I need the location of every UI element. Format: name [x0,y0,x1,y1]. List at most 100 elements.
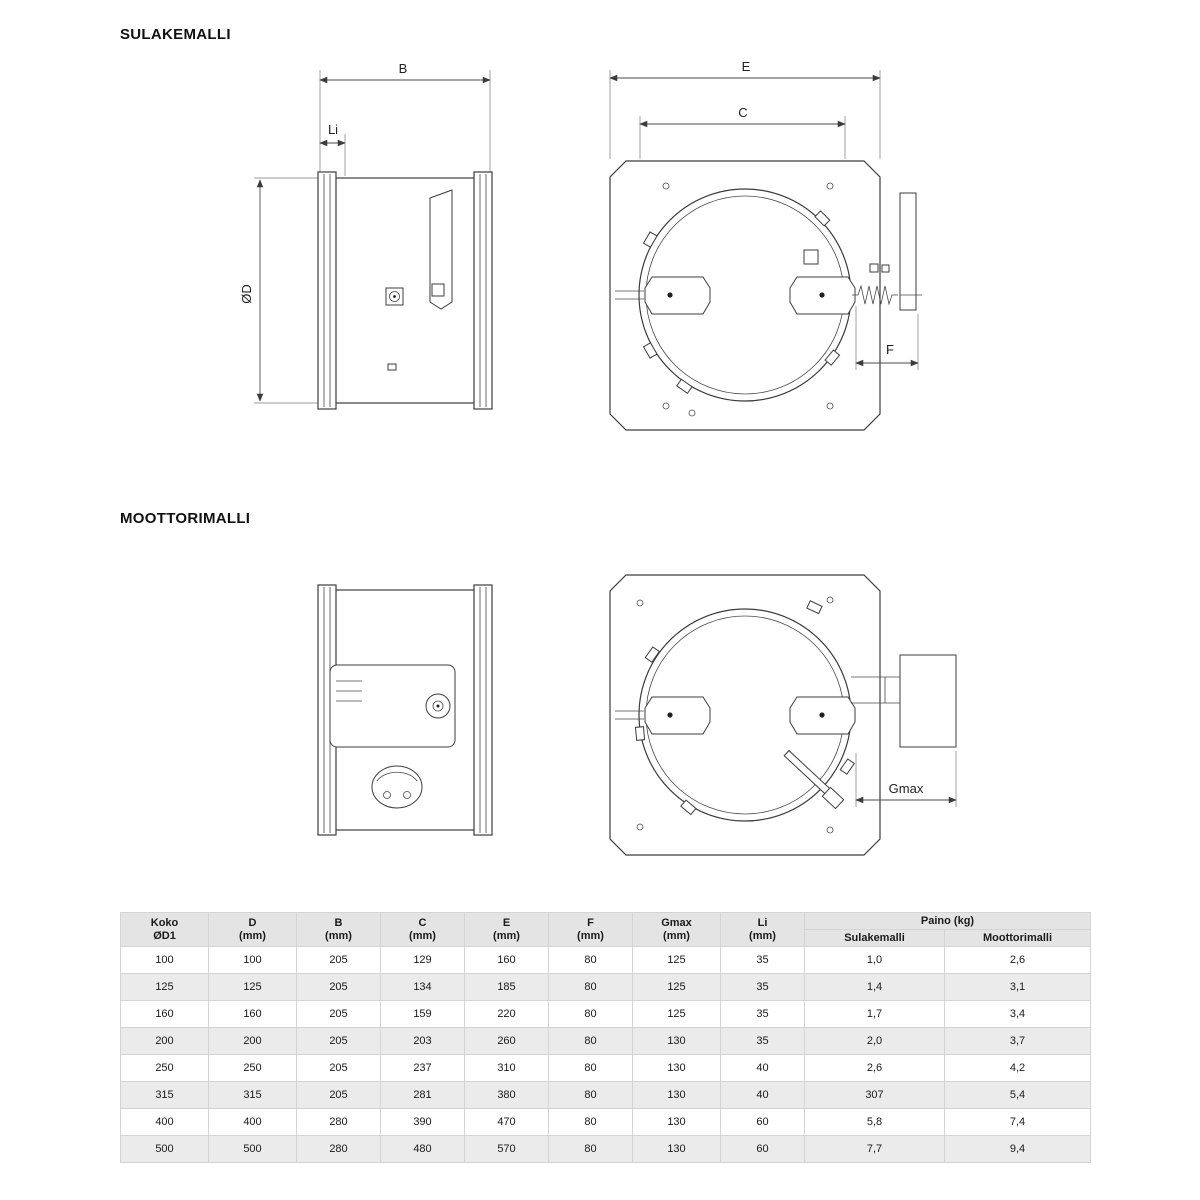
dim-label-li: Li [328,122,338,137]
cell-li: 35 [720,1027,805,1055]
cell-gmax: 130 [632,1135,721,1163]
table-row: 125 125 205 134 185 80 125 35 1,4 3,1 [120,973,1092,1001]
cell-e: 470 [464,1108,549,1136]
cell-li: 35 [720,1000,805,1028]
col-header-d: D (mm) [208,912,297,947]
cell-d: 160 [208,1000,297,1028]
moottorimalli-side-view-drawing [317,584,493,836]
cell-paino-moottorimalli: 2,6 [943,946,1092,974]
cell-f: 80 [548,1000,633,1028]
table-row: 315 315 205 281 380 80 130 40 307 5,4 [120,1081,1092,1109]
dim-label-od: ØD [239,284,254,304]
cell-gmax: 130 [632,1054,721,1082]
cell-koko: 315 [120,1081,209,1109]
cell-paino-moottorimalli: 5,4 [943,1081,1092,1109]
duct-ring [638,188,852,402]
cell-li: 40 [720,1081,805,1109]
cell-b: 280 [296,1135,381,1163]
cell-c: 390 [380,1108,465,1136]
cell-koko: 500 [120,1135,209,1163]
cell-c: 480 [380,1135,465,1163]
cell-paino-moottorimalli: 3,7 [943,1027,1092,1055]
table-row: 400 400 280 390 470 80 130 60 5,8 7,4 [120,1108,1092,1136]
cell-paino-sulakemalli: 5,8 [804,1108,945,1136]
table-row: 160 160 205 159 220 80 125 35 1,7 3,4 [120,1000,1092,1028]
cell-c: 203 [380,1027,465,1055]
cell-b: 205 [296,1054,381,1082]
cell-d: 500 [208,1135,297,1163]
section-title-moottorimalli: MOOTTORIMALLI [120,510,251,527]
cell-li: 40 [720,1054,805,1082]
cell-e: 260 [464,1027,549,1055]
cell-gmax: 130 [632,1081,721,1109]
spring-release-assembly [852,192,922,311]
cell-li: 60 [720,1108,805,1136]
cell-e: 380 [464,1081,549,1109]
dim-label-c: C [738,105,747,120]
cell-b: 205 [296,973,381,1001]
cell-li: 35 [720,946,805,974]
cell-paino-moottorimalli: 4,2 [943,1054,1092,1082]
cell-b: 205 [296,1000,381,1028]
cell-f: 80 [548,1135,633,1163]
col-header-f: F (mm) [548,912,633,947]
cell-b: 205 [296,1081,381,1109]
cell-c: 159 [380,1000,465,1028]
cell-f: 80 [548,973,633,1001]
col-header-gmax: Gmax (mm) [632,912,721,947]
table-row: 200 200 205 203 260 80 130 35 2,0 3,7 [120,1027,1092,1055]
cell-f: 80 [548,1027,633,1055]
dim-label-f: F [886,342,894,357]
dimensions-table-container: Koko ØD1 D (mm) B (mm) C (mm) [120,912,1092,1163]
body-detail [387,363,397,371]
cell-d: 400 [208,1108,297,1136]
table-row: 100 100 205 129 160 80 125 35 1,0 2,6 [120,946,1092,974]
cell-d: 100 [208,946,297,974]
cell-paino-moottorimalli: 3,1 [943,973,1092,1001]
cell-d: 315 [208,1081,297,1109]
manual-handle [783,749,845,810]
sulakemalli-side-view-drawing: B Li ØD [239,61,493,410]
cell-koko: 250 [120,1054,209,1082]
cell-c: 281 [380,1081,465,1109]
cell-c: 129 [380,946,465,974]
cell-c: 237 [380,1054,465,1082]
col-header-moottorimalli: Moottorimalli [943,929,1092,947]
col-header-sulakemalli: Sulakemalli [804,929,945,947]
dimension-table-body: 100 100 205 129 160 80 125 35 1,0 2,6 12… [120,946,1092,1163]
cell-f: 80 [548,1054,633,1082]
col-header-koko: Koko ØD1 [120,912,209,947]
cell-b: 205 [296,1027,381,1055]
cell-koko: 100 [120,946,209,974]
damper-body-side [317,171,493,410]
damper-blades [615,696,856,735]
cell-paino-moottorimalli: 9,4 [943,1135,1092,1163]
cell-paino-moottorimalli: 3,4 [943,1000,1092,1028]
cell-koko: 125 [120,973,209,1001]
cell-paino-sulakemalli: 1,7 [804,1000,945,1028]
sulakemalli-front-view-drawing: E C [609,59,922,431]
cell-koko: 160 [120,1000,209,1028]
cell-d: 125 [208,973,297,1001]
cell-koko: 400 [120,1108,209,1136]
dimensions-table: Koko ØD1 D (mm) B (mm) C (mm) [120,912,1092,1163]
dim-label-gmax: Gmax [889,781,924,796]
cell-paino-sulakemalli: 1,4 [804,973,945,1001]
cell-e: 570 [464,1135,549,1163]
cell-f: 80 [548,1108,633,1136]
cell-b: 205 [296,946,381,974]
cell-d: 200 [208,1027,297,1055]
col-header-b: B (mm) [296,912,381,947]
cell-paino-sulakemalli: 7,7 [804,1135,945,1163]
cell-gmax: 130 [632,1027,721,1055]
col-header-li: Li (mm) [720,912,805,947]
table-row: 500 500 280 480 570 80 130 60 7,7 9,4 [120,1135,1092,1163]
fuse-mechanism [429,189,453,310]
cell-paino-sulakemalli: 1,0 [804,946,945,974]
cell-b: 280 [296,1108,381,1136]
cell-gmax: 125 [632,946,721,974]
cell-e: 160 [464,946,549,974]
cell-e: 310 [464,1054,549,1082]
junction-box [385,287,404,306]
col-header-c: C (mm) [380,912,465,947]
